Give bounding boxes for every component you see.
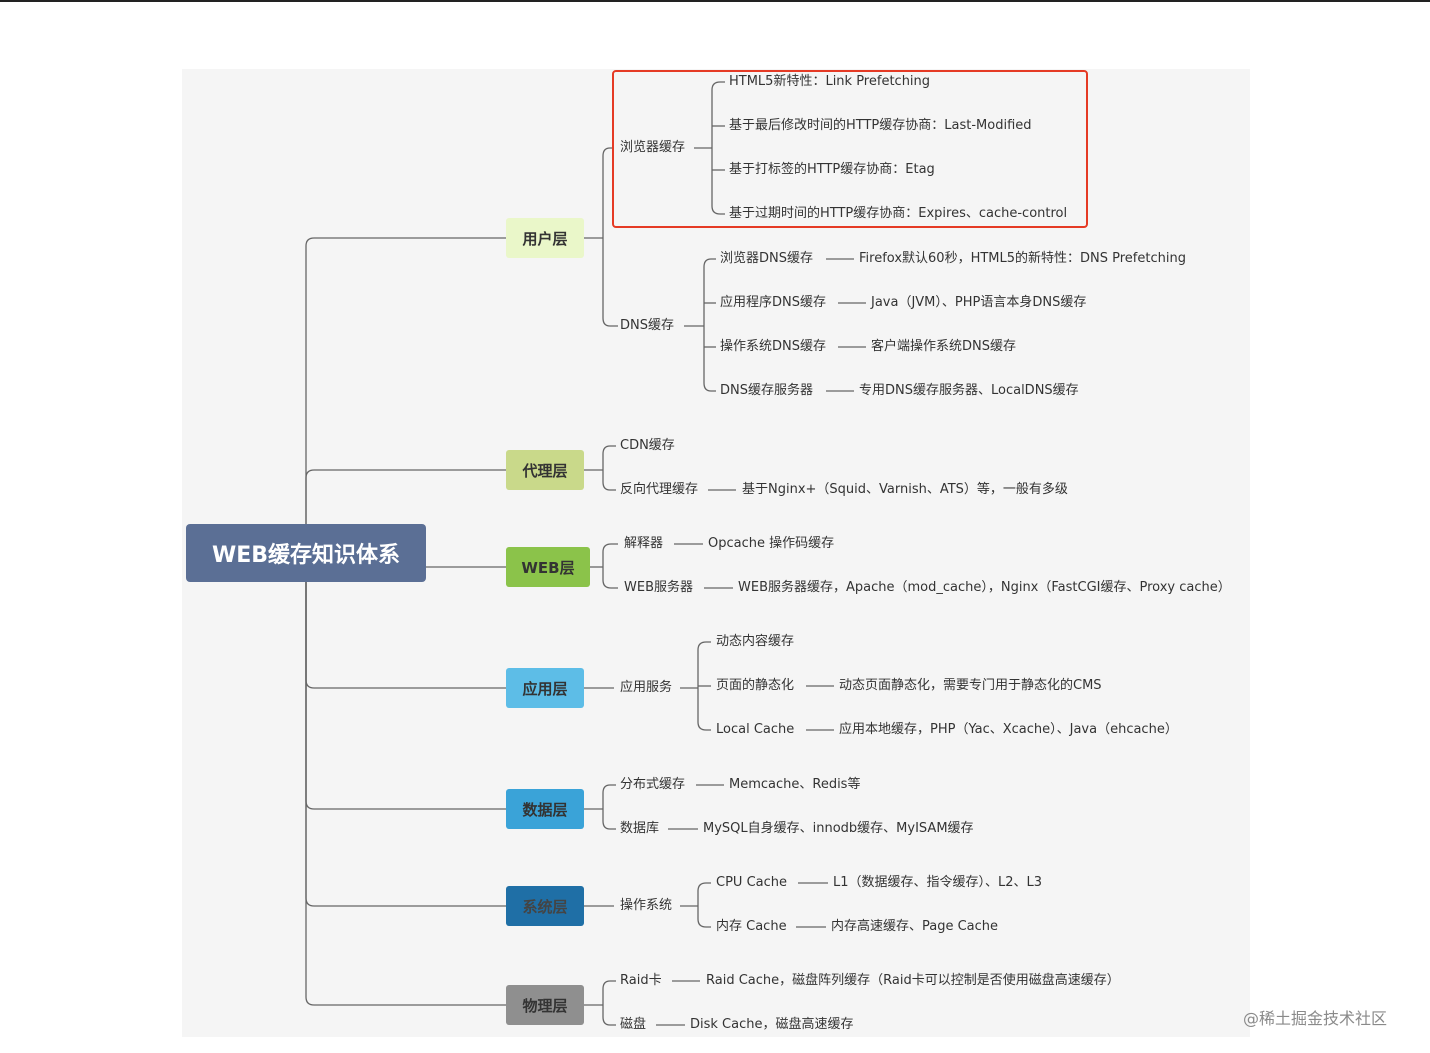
node-database: 数据库 xyxy=(620,821,660,836)
node-dns-server-detail: 专用DNS缓存服务器、LocalDNS缓存 xyxy=(859,383,1079,398)
node-reverse-proxy: 反向代理缓存 xyxy=(620,482,699,497)
node-page-static: 页面的静态化 xyxy=(716,678,795,693)
highlight-box xyxy=(612,70,1088,228)
node-raid-card-detail: Raid Cache，磁盘阵列缓存（Raid卡可以控制是否使用磁盘高速缓存） xyxy=(706,973,1120,988)
node-web-server-detail: WEB服务器缓存，Apache（mod_cache），Nginx（FastCGI… xyxy=(738,580,1231,595)
node-cpu-cache: CPU Cache xyxy=(716,875,787,890)
node-local-cache-detail: 应用本地缓存，PHP（Yac、Xcache）、Java（ehcache） xyxy=(839,722,1178,737)
node-browser-dns: 浏览器DNS缓存 xyxy=(720,251,813,266)
layer-web: WEB层 xyxy=(506,547,590,587)
node-local-cache: Local Cache xyxy=(716,722,795,737)
node-cdn-cache: CDN缓存 xyxy=(620,438,675,453)
layer-data: 数据层 xyxy=(506,789,584,829)
node-last-modified: 基于最后修改时间的HTTP缓存协商：Last-Modified xyxy=(729,118,1032,133)
node-app-dns: 应用程序DNS缓存 xyxy=(720,295,826,310)
node-cpu-cache-detail: L1（数据缓存、指令缓存）、L2、L3 xyxy=(833,875,1043,890)
node-dns-server: DNS缓存服务器 xyxy=(720,383,813,398)
node-distributed-cache: 分布式缓存 xyxy=(620,777,686,792)
node-dns-cache: DNS缓存 xyxy=(620,318,674,333)
node-etag: 基于打标签的HTTP缓存协商：Etag xyxy=(729,162,935,177)
node-memory-cache-detail: 内存高速缓存、Page Cache xyxy=(831,919,999,934)
node-interpreter: 解释器 xyxy=(624,536,664,551)
node-browser-dns-detail: Firefox默认60秒，HTML5的新特性：DNS Prefetching xyxy=(859,251,1186,266)
node-reverse-proxy-detail: 基于Nginx+（Squid、Varnish、ATS）等，一般有多级 xyxy=(742,482,1068,497)
node-app-dns-detail: Java（JVM）、PHP语言本身DNS缓存 xyxy=(871,295,1087,310)
watermark: @稀土掘金技术社区 xyxy=(1243,1009,1388,1028)
node-os: 操作系统 xyxy=(620,898,673,913)
root-node: WEB缓存知识体系 xyxy=(186,524,426,582)
layer-physical: 物理层 xyxy=(506,985,584,1025)
node-page-static-detail: 动态页面静态化，需要专门用于静态化的CMS xyxy=(839,678,1102,693)
layer-system: 系统层 xyxy=(506,886,584,926)
node-disk: 磁盘 xyxy=(620,1017,647,1032)
top-border xyxy=(0,0,1430,2)
node-database-detail: MySQL自身缓存、innodb缓存、MyISAM缓存 xyxy=(703,821,974,836)
node-expires: 基于过期时间的HTTP缓存协商：Expires、cache-control xyxy=(729,206,1068,221)
node-memory-cache: 内存 Cache xyxy=(716,919,787,934)
layer-user: 用户层 xyxy=(506,218,584,258)
layer-app: 应用层 xyxy=(506,668,584,708)
layer-proxy: 代理层 xyxy=(506,450,584,490)
node-web-server: WEB服务器 xyxy=(624,580,693,595)
node-browser-cache: 浏览器缓存 xyxy=(620,140,686,155)
node-app-service: 应用服务 xyxy=(620,680,673,695)
node-raid-card: Raid卡 xyxy=(620,973,662,988)
node-dynamic-content: 动态内容缓存 xyxy=(716,634,795,649)
node-os-dns-detail: 客户端操作系统DNS缓存 xyxy=(871,339,1016,354)
node-opcache: Opcache 操作码缓存 xyxy=(708,536,835,551)
node-link-prefetching: HTML5新特性：Link Prefetching xyxy=(729,74,931,89)
node-distributed-cache-detail: Memcache、Redis等 xyxy=(729,777,861,792)
node-os-dns: 操作系统DNS缓存 xyxy=(720,339,826,354)
node-disk-detail: Disk Cache，磁盘高速缓存 xyxy=(690,1017,854,1032)
